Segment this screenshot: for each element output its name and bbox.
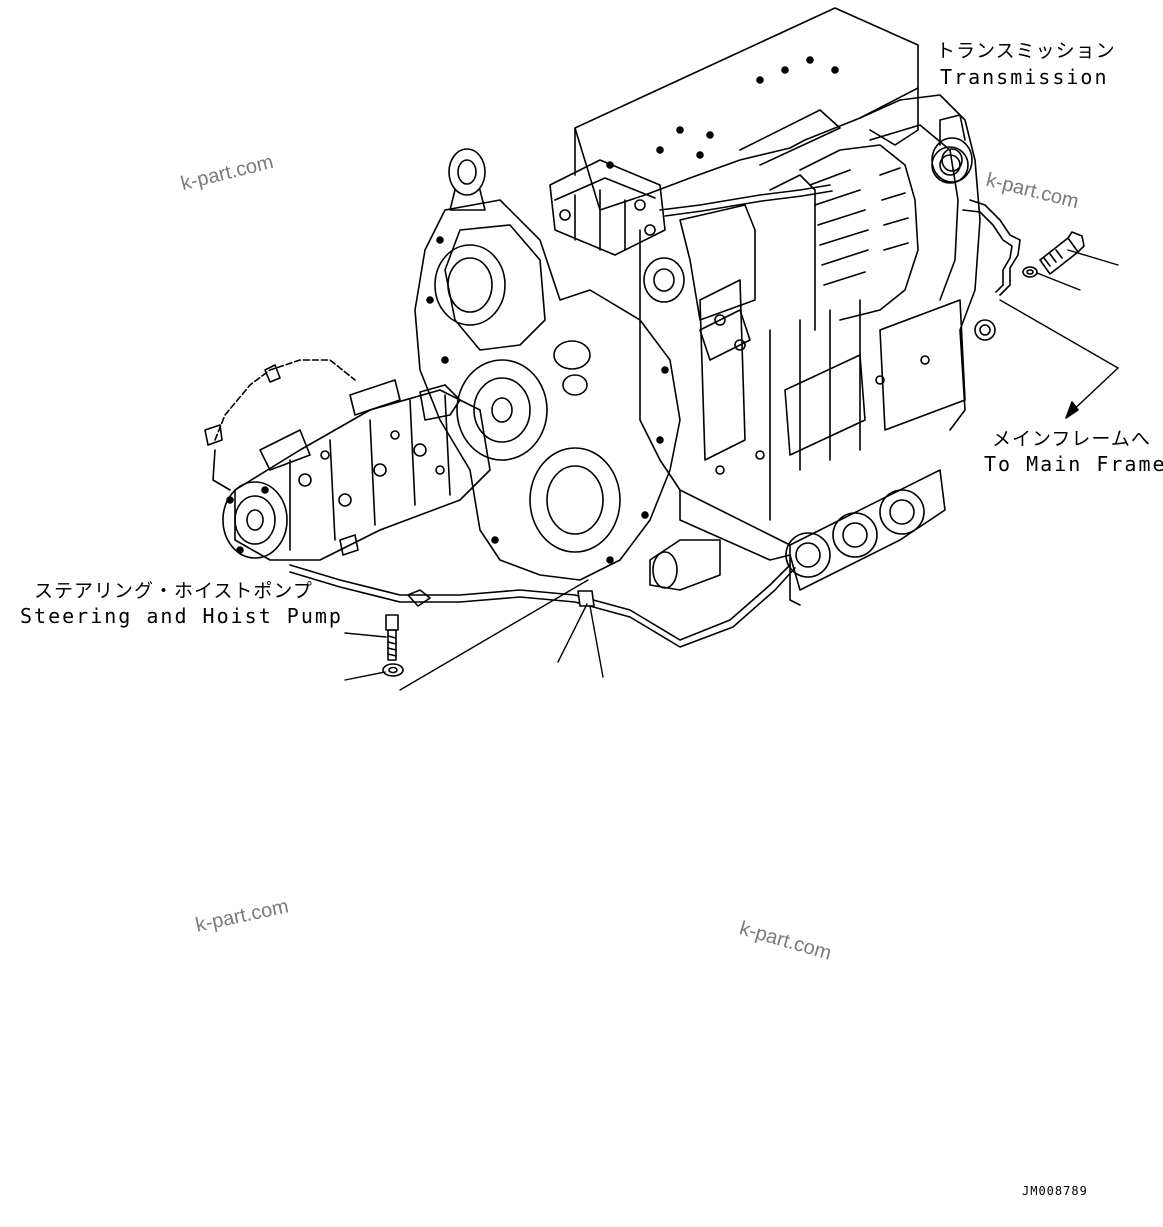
breather-hose (289, 564, 796, 648)
washer-left (382, 663, 404, 677)
valve-assembly (549, 159, 833, 361)
transmission-hose (962, 199, 1021, 296)
pump-label-jp: ステアリング・ホイストポンプ (34, 580, 313, 602)
lifting-eye-left (448, 148, 486, 211)
steering-hoist-pump (222, 379, 491, 561)
bolt-left (385, 614, 399, 661)
leader-lines (344, 249, 1119, 691)
transmission-rear (769, 94, 996, 431)
bolt-right (1039, 231, 1085, 275)
lifting-eye-center (643, 257, 685, 303)
arrow-head (1065, 401, 1079, 419)
engine-block (639, 229, 966, 606)
drawing-number: JM008789 (1022, 1184, 1088, 1198)
washer-right (1022, 266, 1038, 278)
transmission-label-en: Transmission (940, 65, 1109, 89)
pump-label-en: Steering and Hoist Pump (20, 604, 343, 628)
transmission-label-jp: トランスミッション (936, 40, 1116, 62)
gear-case (414, 199, 681, 581)
pump-hose-upper (204, 359, 356, 491)
lifting-eye-right (931, 137, 973, 183)
transmission-housing (574, 7, 919, 211)
main-frame-label-en: To Main Frame (984, 452, 1163, 476)
main-frame-label-jp: メインフレームへ (992, 428, 1151, 450)
